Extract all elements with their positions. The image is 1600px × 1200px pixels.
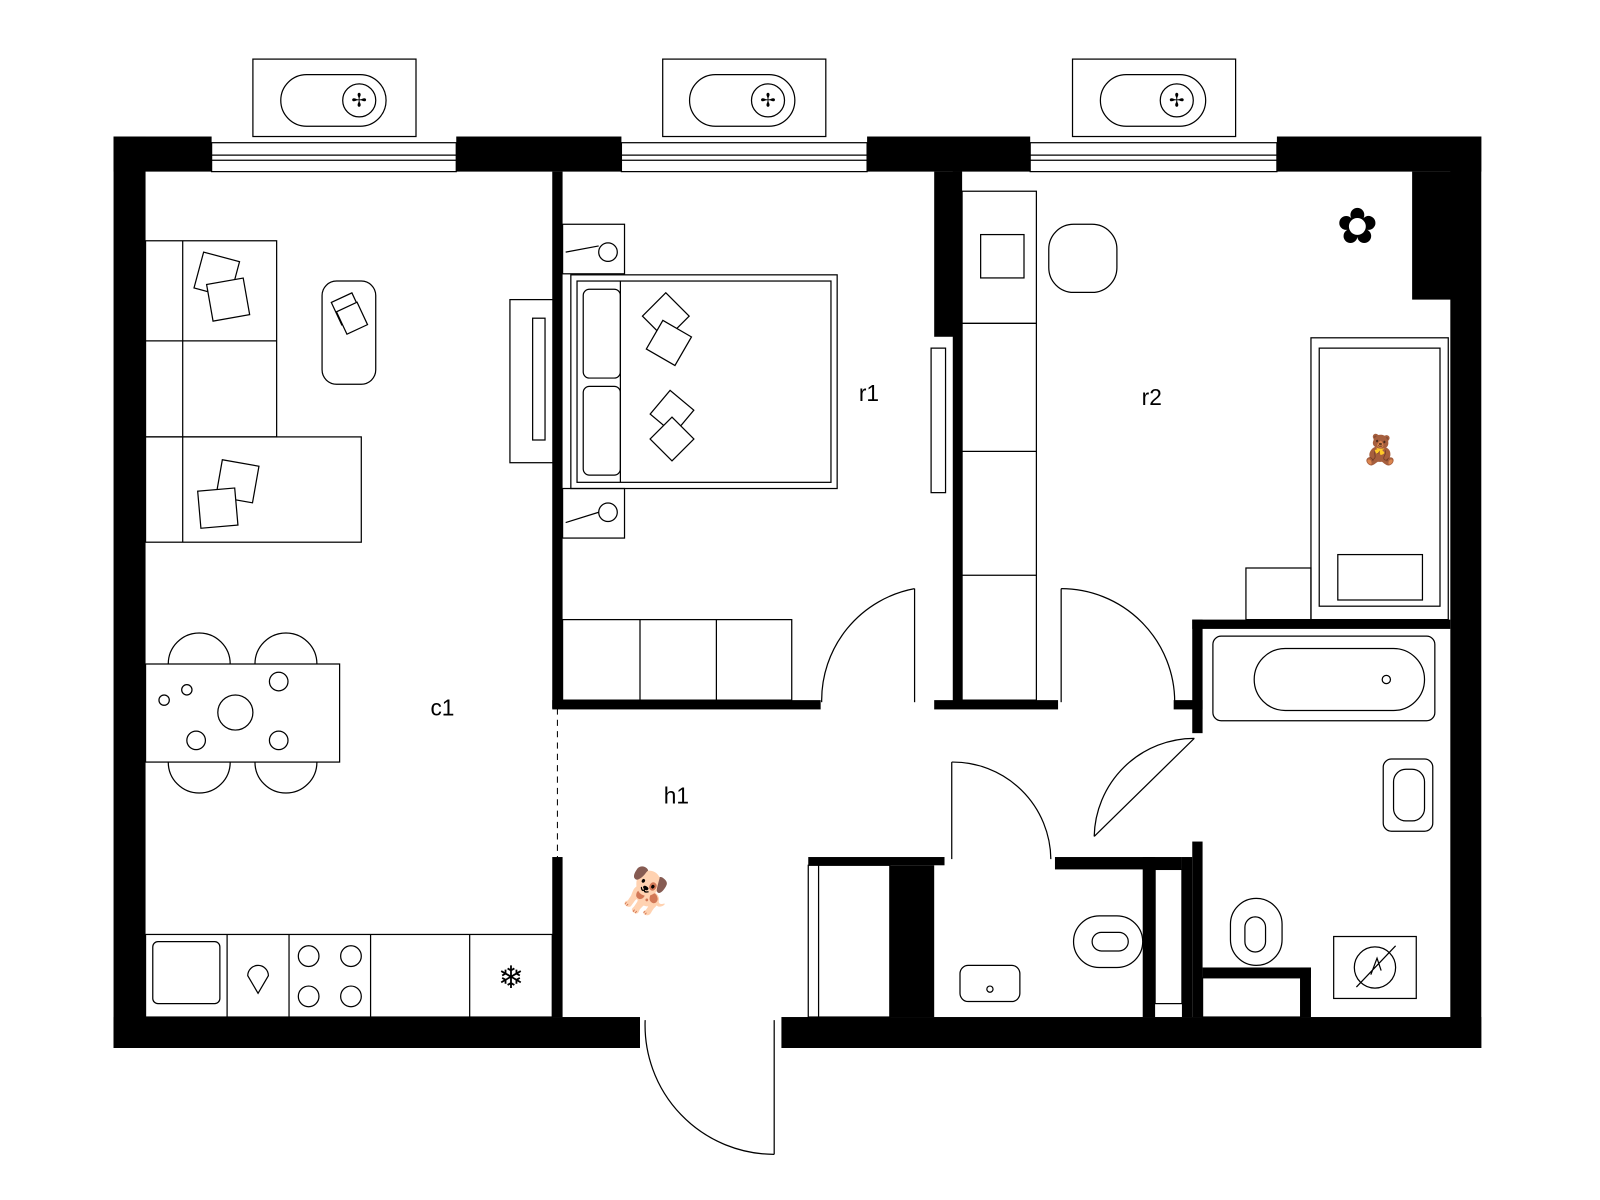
ac-unit-icon: ✢ xyxy=(252,58,417,138)
nightstand-lamp-icon xyxy=(561,223,626,275)
wardrobe xyxy=(561,618,793,701)
toilet-icon xyxy=(1229,897,1283,967)
toilet-icon xyxy=(1072,915,1144,969)
door-wc[interactable] xyxy=(951,761,1052,860)
room-label-r2: r2 xyxy=(1142,384,1162,410)
entrance-door[interactable] xyxy=(644,1020,775,1155)
furniture-bathroom xyxy=(807,635,1436,1018)
sink-icon xyxy=(152,941,221,1005)
faucet-icon xyxy=(247,964,270,995)
wardrobe xyxy=(961,322,1038,701)
bathtub-icon xyxy=(1212,635,1436,722)
wall-tv xyxy=(930,347,947,494)
ac-unit-icon: ✢ xyxy=(1071,58,1237,138)
sofa-icon xyxy=(144,240,362,543)
boiler-icon xyxy=(1333,935,1417,1000)
desk xyxy=(961,190,1038,324)
dog-icon: 🐕 xyxy=(613,860,683,929)
nightstand-lamp-icon xyxy=(561,487,626,539)
room-label-h1: h1 xyxy=(664,782,689,808)
coffee-table-icon xyxy=(321,280,377,385)
svg-text:✢: ✢ xyxy=(760,91,776,112)
door-bedroom-r2[interactable] xyxy=(1060,588,1176,703)
kitchen-counter: ❄ xyxy=(144,933,553,1018)
washbasin-icon xyxy=(1382,758,1434,832)
furniture-living: ❄ xyxy=(144,240,554,1018)
chair-icon xyxy=(1048,223,1118,294)
door-bathroom[interactable] xyxy=(1093,737,1195,837)
room-label-r1: r1 xyxy=(859,380,879,406)
ac-unit-icon: ✢ xyxy=(662,58,827,138)
washbasin-icon xyxy=(959,964,1021,1003)
fridge-snowflake-icon: ❄ xyxy=(498,960,524,995)
stove-icon xyxy=(297,945,362,1008)
svg-text:✢: ✢ xyxy=(1169,91,1185,112)
tv-icon xyxy=(509,298,554,464)
furniture-bedroom-r2: ✿ 🧸 xyxy=(961,190,1449,701)
room-label-c1: c1 xyxy=(430,695,454,721)
crib-icon: 🧸 xyxy=(1310,337,1449,621)
laptop-icon xyxy=(980,233,1025,279)
furniture-bedroom-r1 xyxy=(561,223,947,701)
dining-table-icon xyxy=(144,632,341,794)
doors xyxy=(644,588,1195,1155)
plant-icon: ✿ xyxy=(1337,199,1379,254)
svg-text:✢: ✢ xyxy=(351,91,367,112)
ac-units: ✢ ✢ ✢ xyxy=(252,58,1237,138)
svg-text:🧸: 🧸 xyxy=(1362,433,1398,468)
bed-icon xyxy=(570,274,838,490)
windows xyxy=(210,142,1278,173)
door-bedroom-r1[interactable] xyxy=(821,588,916,703)
walls xyxy=(113,136,1482,1049)
